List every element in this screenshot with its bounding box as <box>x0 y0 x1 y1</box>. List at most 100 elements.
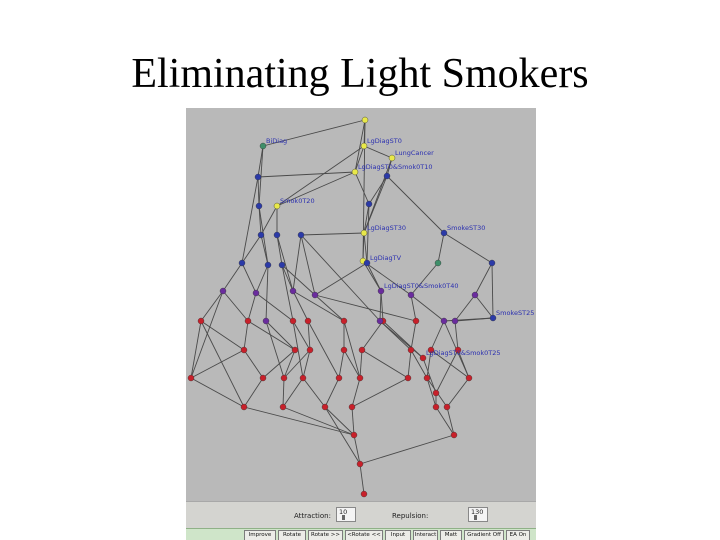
graph-node[interactable] <box>304 317 312 325</box>
graph-node[interactable] <box>335 374 343 382</box>
graph-node[interactable] <box>297 231 305 239</box>
graph-edge <box>343 349 361 379</box>
graph-node[interactable] <box>197 317 205 325</box>
graph-edge <box>243 320 249 351</box>
graph-node[interactable] <box>257 231 265 239</box>
graph-edge <box>241 234 262 264</box>
graph-node[interactable] <box>358 346 366 354</box>
graph-edge <box>276 145 365 207</box>
graph-node[interactable] <box>489 314 497 322</box>
graph-node[interactable] <box>412 317 420 325</box>
graph-edge <box>426 349 432 379</box>
graph-node[interactable] <box>280 374 288 382</box>
graph-node[interactable] <box>264 261 272 269</box>
graph-node[interactable] <box>254 173 262 181</box>
repulsion-slider[interactable]: 130 <box>468 507 488 522</box>
matt-button[interactable]: Matt <box>440 530 462 540</box>
gradient-off-button[interactable]: Gradient Off <box>464 530 504 540</box>
graph-node[interactable] <box>360 142 368 150</box>
graph-node[interactable] <box>289 317 297 325</box>
graph-edge <box>362 260 412 296</box>
graph-node[interactable] <box>278 261 286 269</box>
graph-node[interactable] <box>219 287 227 295</box>
graph-node[interactable] <box>363 259 371 267</box>
graph-edge <box>265 264 269 322</box>
graph-edge <box>302 349 311 379</box>
repulsion-label: Repulsion: <box>392 512 429 520</box>
graph-node[interactable] <box>351 168 359 176</box>
graph-node[interactable] <box>365 200 373 208</box>
graph-node[interactable] <box>407 291 415 299</box>
graph-node[interactable] <box>306 346 314 354</box>
graph-node[interactable] <box>259 142 267 150</box>
graph-edge <box>363 175 388 234</box>
graph-node[interactable] <box>423 374 431 382</box>
graph-node[interactable] <box>432 389 440 397</box>
graph-node[interactable] <box>407 346 415 354</box>
graph-node[interactable] <box>427 346 435 354</box>
graph-node[interactable] <box>360 490 368 498</box>
graph-node[interactable] <box>279 403 287 411</box>
graph-node[interactable] <box>440 229 448 237</box>
graph-node[interactable] <box>289 287 297 295</box>
graph-node[interactable] <box>361 116 369 124</box>
graph-node[interactable] <box>262 317 270 325</box>
graph-node[interactable] <box>377 287 385 295</box>
graph-node[interactable] <box>340 317 348 325</box>
graph-edge <box>363 203 370 234</box>
rotate-button[interactable]: Rotate <box>278 530 306 540</box>
graph-node[interactable] <box>434 259 442 267</box>
graph-node[interactable] <box>356 374 364 382</box>
ea-on-button[interactable]: EA On <box>506 530 530 540</box>
graph-node[interactable] <box>240 403 248 411</box>
graph-node[interactable] <box>238 259 246 267</box>
graph-node[interactable] <box>321 403 329 411</box>
graph-node[interactable] <box>451 317 459 325</box>
graph-node[interactable] <box>419 354 427 362</box>
graph-node[interactable] <box>255 202 263 210</box>
attraction-slider[interactable]: 10 <box>336 507 356 522</box>
graph-node[interactable] <box>465 374 473 382</box>
rotate-left-button[interactable]: <Rotate << <box>345 530 383 540</box>
graph-node[interactable] <box>350 431 358 439</box>
interact-button[interactable]: Interact <box>413 530 438 540</box>
graph-node[interactable] <box>450 431 458 439</box>
graph-node[interactable] <box>273 202 281 210</box>
graph-edge <box>302 377 326 408</box>
graph-node[interactable] <box>388 154 396 162</box>
repulsion-slider-thumb[interactable] <box>474 515 477 520</box>
rotate-right-button[interactable]: Rotate >> <box>308 530 343 540</box>
graph-node[interactable] <box>240 346 248 354</box>
graph-node[interactable] <box>471 291 479 299</box>
graph-node[interactable] <box>440 317 448 325</box>
graph-node[interactable] <box>432 403 440 411</box>
graph-node[interactable] <box>187 374 195 382</box>
graph-edge <box>265 320 296 351</box>
graph-node[interactable] <box>311 291 319 299</box>
graph-edge <box>257 176 260 207</box>
graph-edge <box>300 234 316 296</box>
graph-node[interactable] <box>244 317 252 325</box>
graph-node[interactable] <box>404 374 412 382</box>
graph-node[interactable] <box>443 403 451 411</box>
graph-node[interactable] <box>299 374 307 382</box>
graph-node[interactable] <box>488 259 496 267</box>
graph-node[interactable] <box>340 346 348 354</box>
graph-node[interactable] <box>252 289 260 297</box>
graph-node[interactable] <box>360 229 368 237</box>
graph-node[interactable] <box>454 346 462 354</box>
graph-node[interactable] <box>259 374 267 382</box>
graph-node[interactable] <box>383 172 391 180</box>
graph-node[interactable] <box>356 460 364 468</box>
attraction-slider-thumb[interactable] <box>342 515 345 520</box>
graph-edge <box>282 406 355 436</box>
graph-node[interactable] <box>291 346 299 354</box>
improve-button[interactable]: Improve <box>244 530 276 540</box>
input-button[interactable]: Input <box>385 530 411 540</box>
graph-node[interactable] <box>376 317 384 325</box>
graph-node[interactable] <box>348 403 356 411</box>
graph-node[interactable] <box>273 231 281 239</box>
graph-edge <box>292 290 309 322</box>
